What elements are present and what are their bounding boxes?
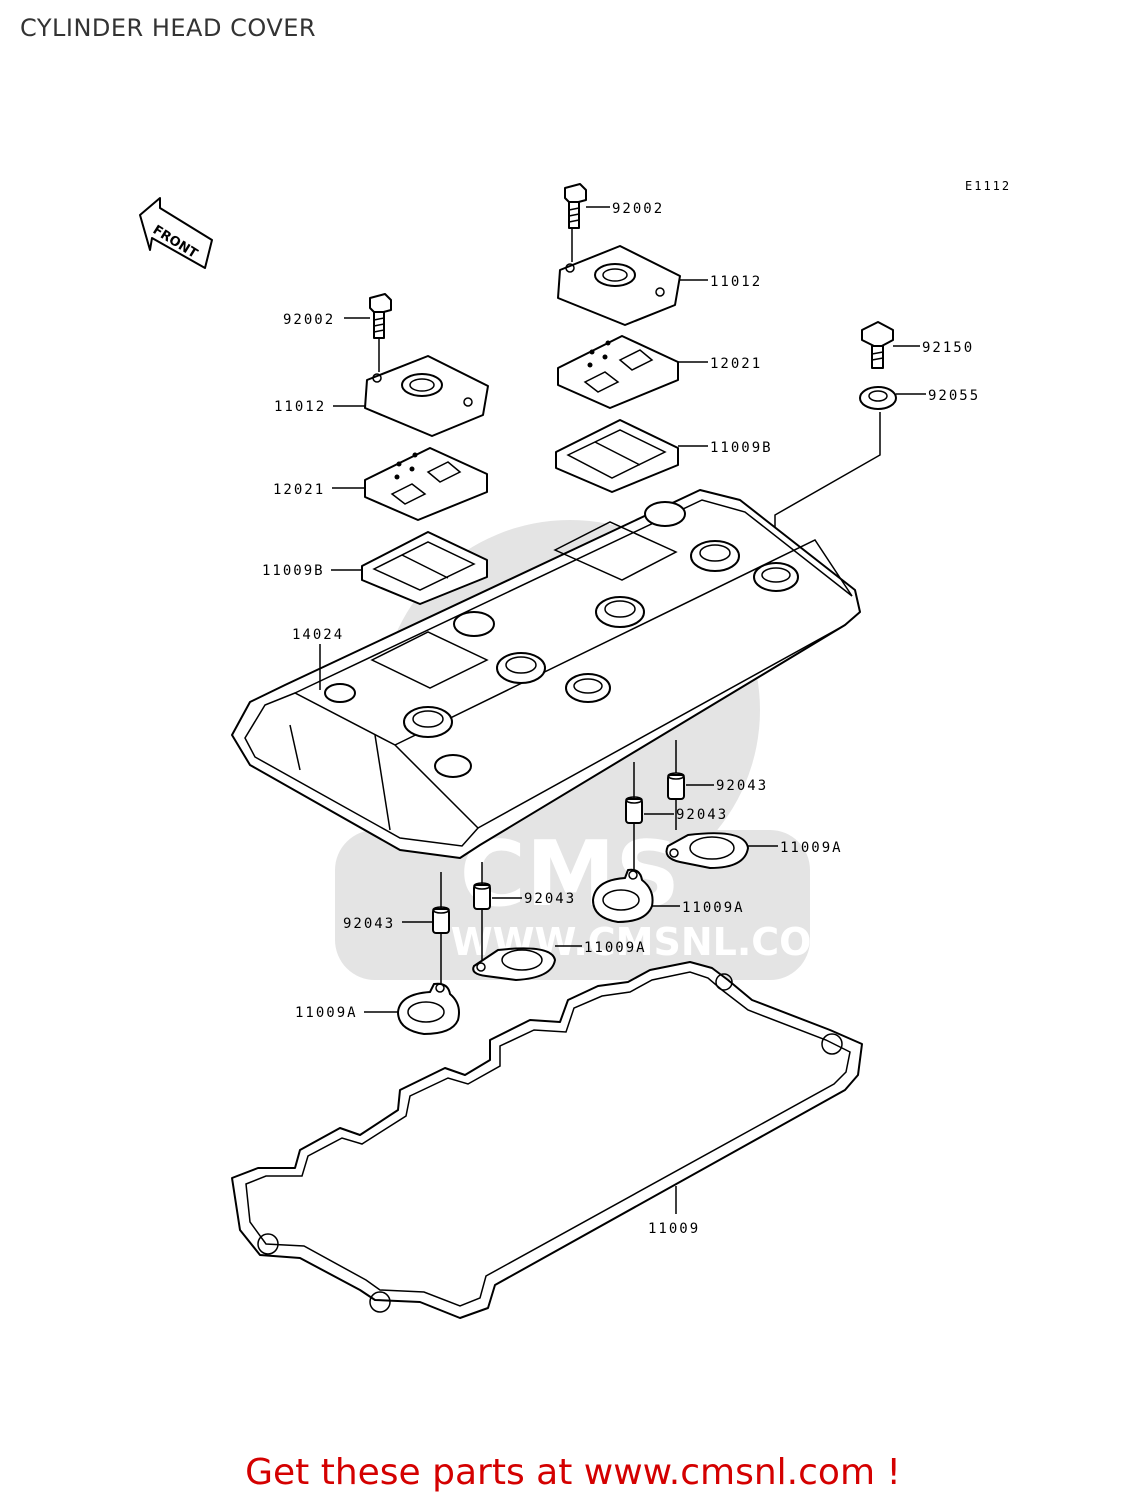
callout-92150: 92150 [922,340,974,356]
callout-92002-upper-right: 92002 [612,201,664,217]
callout-92043-left: 92043 [343,916,395,932]
bolt-right [861,321,894,369]
callout-11009A-right-2: 11009A [682,900,745,916]
dowel-right-1 [667,772,685,800]
callout-11009A-center: 11009A [584,940,647,956]
callout-14024: 14024 [292,627,344,643]
callout-12021-upper-right: 12021 [710,356,762,372]
callout-12021-upper-left: 12021 [273,482,325,498]
plate-upper-left [364,447,488,521]
o-ring-right-2 [592,868,654,923]
callout-11009B-upper-left: 11009B [262,563,325,579]
callout-92043-right-1: 92043 [716,778,768,794]
o-ring-left [397,982,460,1035]
o-ring-center [472,947,556,981]
cylinder-head-cover [231,489,861,859]
page-title: CYLINDER HEAD COVER [20,14,317,42]
cover-upper-left [364,355,489,437]
callout-11009B-upper-right: 11009B [710,440,773,456]
plate-upper-right [557,335,679,409]
callout-11009A-right-1: 11009A [780,840,843,856]
cover-upper-right [557,245,681,326]
dowel-right-2 [625,796,643,824]
gasket-upper-left [361,531,488,605]
callout-11009: 11009 [648,1221,700,1237]
main-gasket [231,961,863,1319]
washer-right [859,386,897,410]
bolt-upper-right [564,183,587,229]
dowel-center [473,882,491,910]
callout-92043-center: 92043 [524,891,576,907]
callout-11009A-left: 11009A [295,1005,358,1021]
callout-11012-upper-right: 11012 [710,274,762,290]
exploded-parts-diagram: CMS WWW.CMSNL.COM E1112 FRONT 92002 1101… [139,179,1011,1319]
figure-code: E1112 [965,179,1011,193]
callout-11012-upper-left: 11012 [274,399,326,415]
callout-92055: 92055 [928,388,980,404]
front-arrow-icon: FRONT [139,197,213,269]
footer-shop-link[interactable]: Get these parts at www.cmsnl.com ! [245,1452,901,1493]
callout-92002-upper-left: 92002 [283,312,335,328]
o-ring-right-1 [665,832,749,869]
dowel-left [432,906,450,934]
gasket-upper-right [555,419,679,493]
callout-92043-right-2: 92043 [676,807,728,823]
bolt-upper-left [369,293,392,339]
